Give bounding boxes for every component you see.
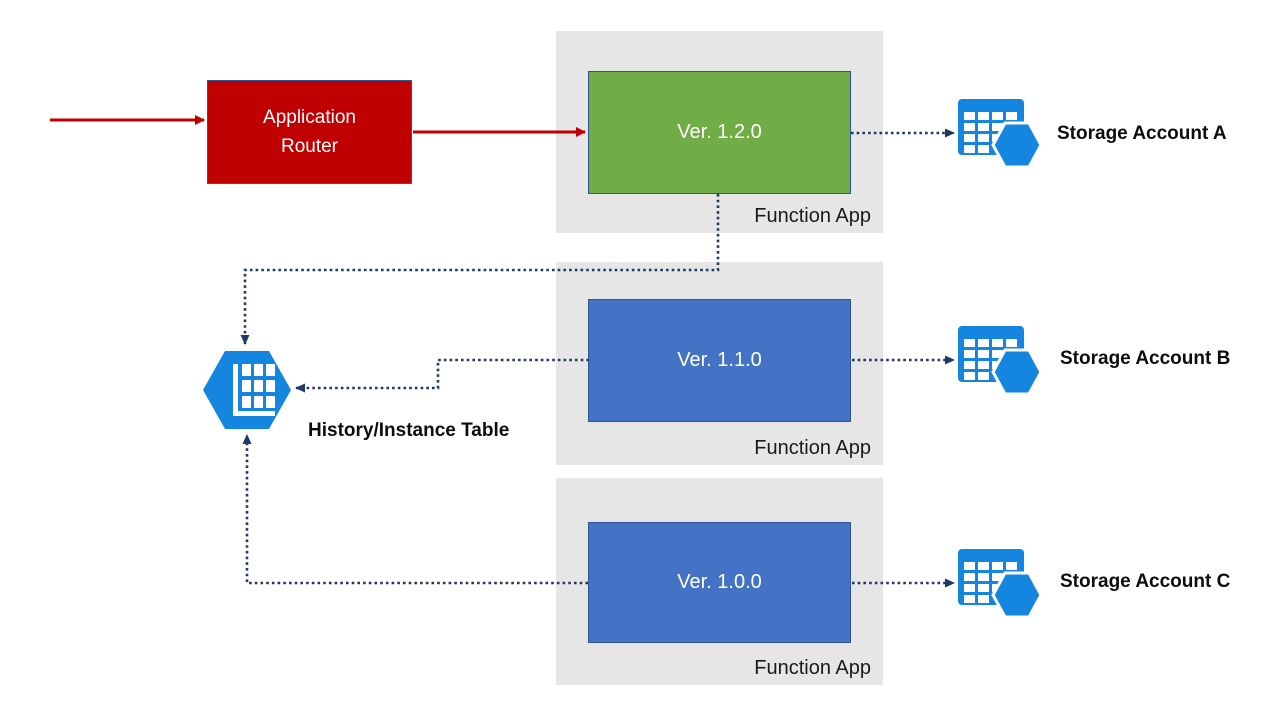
storage-account-a-label: Storage Account A — [1057, 123, 1227, 144]
version-label: Ver. 1.0.0 — [677, 571, 762, 593]
storage-account-b-label: Storage Account B — [1060, 348, 1231, 369]
version-box-1-1-0: Ver. 1.1.0 — [588, 299, 851, 422]
application-router-box: Application Router — [207, 80, 412, 184]
application-router-label: Application Router — [263, 106, 356, 157]
table-storage-icon — [958, 549, 1043, 619]
table-storage-icon — [958, 99, 1043, 169]
history-instance-table-label: History/Instance Table — [308, 420, 510, 441]
table-storage-icon — [958, 326, 1043, 396]
function-app-label: Function App — [754, 657, 871, 679]
function-app-label: Function App — [754, 437, 871, 459]
version-box-1-2-0: Ver. 1.2.0 — [588, 71, 851, 194]
history-table-hexagon-icon — [203, 351, 291, 429]
version-label: Ver. 1.2.0 — [677, 121, 762, 143]
storage-account-c-label: Storage Account C — [1060, 571, 1231, 592]
connector-v110-to-history — [295, 358, 589, 393]
function-app-label: Function App — [754, 205, 871, 227]
version-label: Ver. 1.1.0 — [677, 349, 762, 371]
version-box-1-0-0: Ver. 1.0.0 — [588, 522, 851, 643]
connector-v100-to-history — [242, 434, 588, 585]
